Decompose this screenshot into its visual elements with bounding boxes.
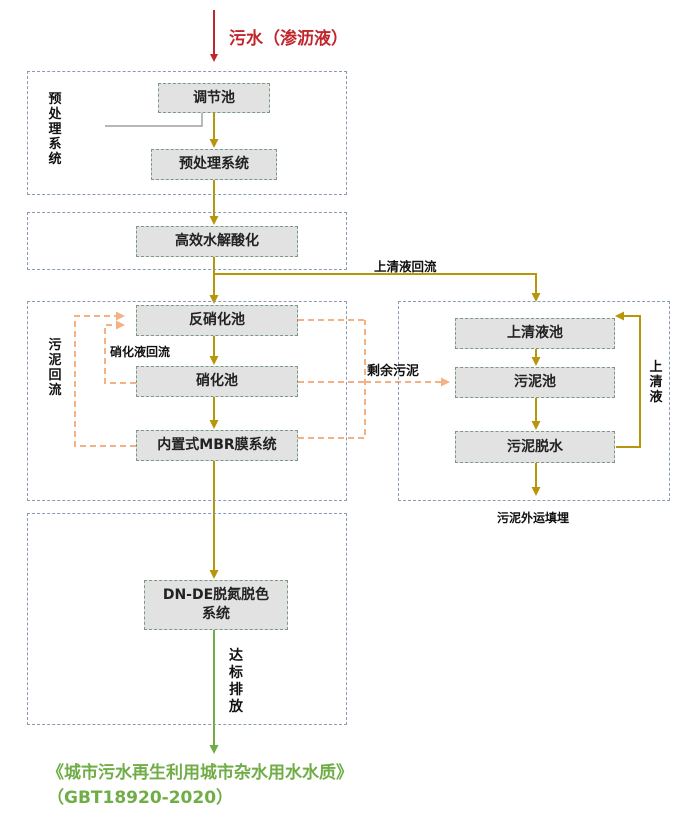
label-sludge-landfill: 污泥外运填埋 <box>497 511 570 525</box>
group-pretreatment <box>27 71 347 195</box>
pretreatment-leader-line <box>105 112 203 127</box>
inlet-label: 污水（渗沥液） <box>229 29 348 49</box>
label-supernatant-return: 上清液回流 <box>374 259 437 274</box>
sludge-return-line <box>74 311 136 447</box>
flow-supernatant-return <box>214 273 541 302</box>
group-advanced-treatment <box>27 513 347 725</box>
group-biological <box>27 301 347 501</box>
node-sludge-tank: 污泥池 <box>455 367 615 398</box>
group-sludge-treatment <box>398 301 670 501</box>
dnde-line-1: DN-DE脱氮脱色 <box>162 587 270 603</box>
label-nitrate-return: 硝化液回流 <box>110 345 171 359</box>
sludge-return-group-label: 污泥回流 <box>48 338 62 398</box>
excess-sludge-line-3 <box>298 320 366 439</box>
discharge-standard: 《城市污水再生利用城市杂水用水水质》（GBT18920-2020） <box>47 763 353 808</box>
dnde-line-2: 系统 <box>202 606 230 622</box>
node-supernatant-tank: 上清液池 <box>455 318 615 349</box>
pretreatment-group-label: 预处理系统 <box>48 92 62 167</box>
label-excess-sludge: 剩余污泥 <box>367 364 420 379</box>
flow-supernatant-loop <box>615 311 641 448</box>
label-supernatant: 上清液 <box>649 360 663 405</box>
node-nitrification-tank: 硝化池 <box>136 366 298 397</box>
label-discharge: 达标排放 <box>229 648 243 715</box>
node-denitrification-tank: 反硝化池 <box>136 305 298 336</box>
group-hydrolysis <box>27 212 347 270</box>
node-pretreatment-system: 预处理系统 <box>151 149 277 180</box>
nitrate-return-line <box>104 320 136 384</box>
node-hydrolysis-acidification: 高效水解酸化 <box>136 226 298 257</box>
node-sludge-dewatering: 污泥脱水 <box>455 431 615 463</box>
node-dnde-system: DN-DE脱氮脱色 系统 <box>144 580 288 630</box>
node-mbr-system: 内置式MBR膜系统 <box>136 430 298 461</box>
node-regulating-tank: 调节池 <box>158 83 270 113</box>
